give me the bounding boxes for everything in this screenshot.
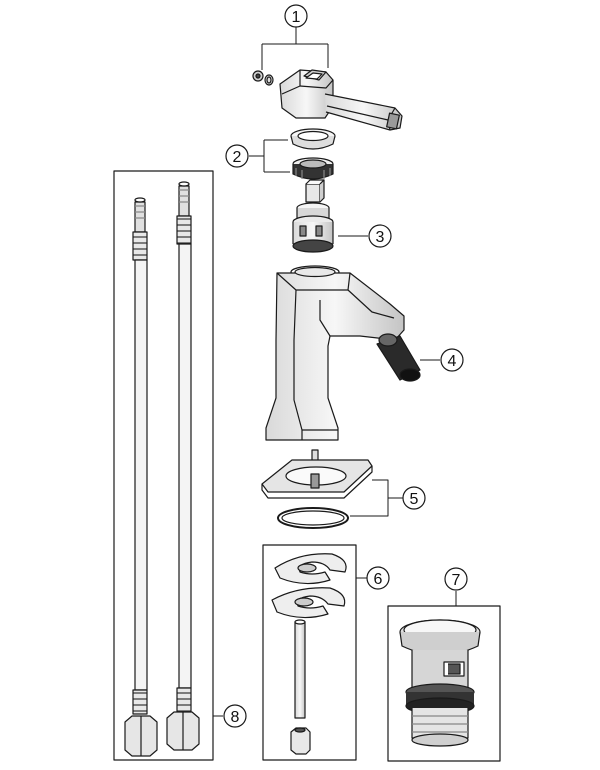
callout-5: 5 (402, 486, 426, 510)
supply-hose-left (124, 197, 158, 757)
svg-text:6: 6 (374, 571, 383, 588)
handle-screw-left (252, 70, 264, 82)
supply-hoses-frame (113, 170, 214, 761)
svg-text:3: 3 (376, 229, 385, 246)
aerator (376, 333, 421, 382)
svg-text:5: 5 (410, 491, 419, 508)
cartridge (292, 179, 334, 253)
callout-7: 7 (444, 567, 468, 591)
horseshoe-washer-bottom (271, 587, 346, 619)
callout-2: 2 (225, 144, 249, 168)
svg-text:8: 8 (231, 709, 240, 726)
svg-text:7: 7 (452, 572, 461, 589)
callout-4: 4 (440, 348, 464, 372)
faucet-body (265, 265, 405, 441)
callout-3: 3 (368, 224, 392, 248)
svg-text:4: 4 (448, 353, 457, 370)
cover-cap (290, 128, 336, 150)
callout-8: 8 (223, 704, 247, 728)
handle-screw-right (264, 74, 274, 86)
cartridge-nut (292, 157, 334, 180)
leader-lines (213, 27, 457, 717)
horseshoe-washer-top (274, 553, 347, 585)
supply-hose-right (166, 181, 200, 751)
mounting-kit-frame (262, 544, 357, 761)
svg-text:2: 2 (233, 149, 242, 166)
handle-assembly (252, 69, 403, 131)
callout-6: 6 (366, 566, 390, 590)
callout-1: 1 (284, 4, 308, 28)
threaded-rod (294, 619, 306, 719)
svg-text:1: 1 (292, 9, 301, 26)
pop-up-drain (399, 619, 481, 747)
hex-nut (290, 727, 311, 755)
o-ring (277, 507, 349, 529)
pop-up-drain-frame (387, 605, 501, 762)
base-plate (261, 449, 373, 499)
